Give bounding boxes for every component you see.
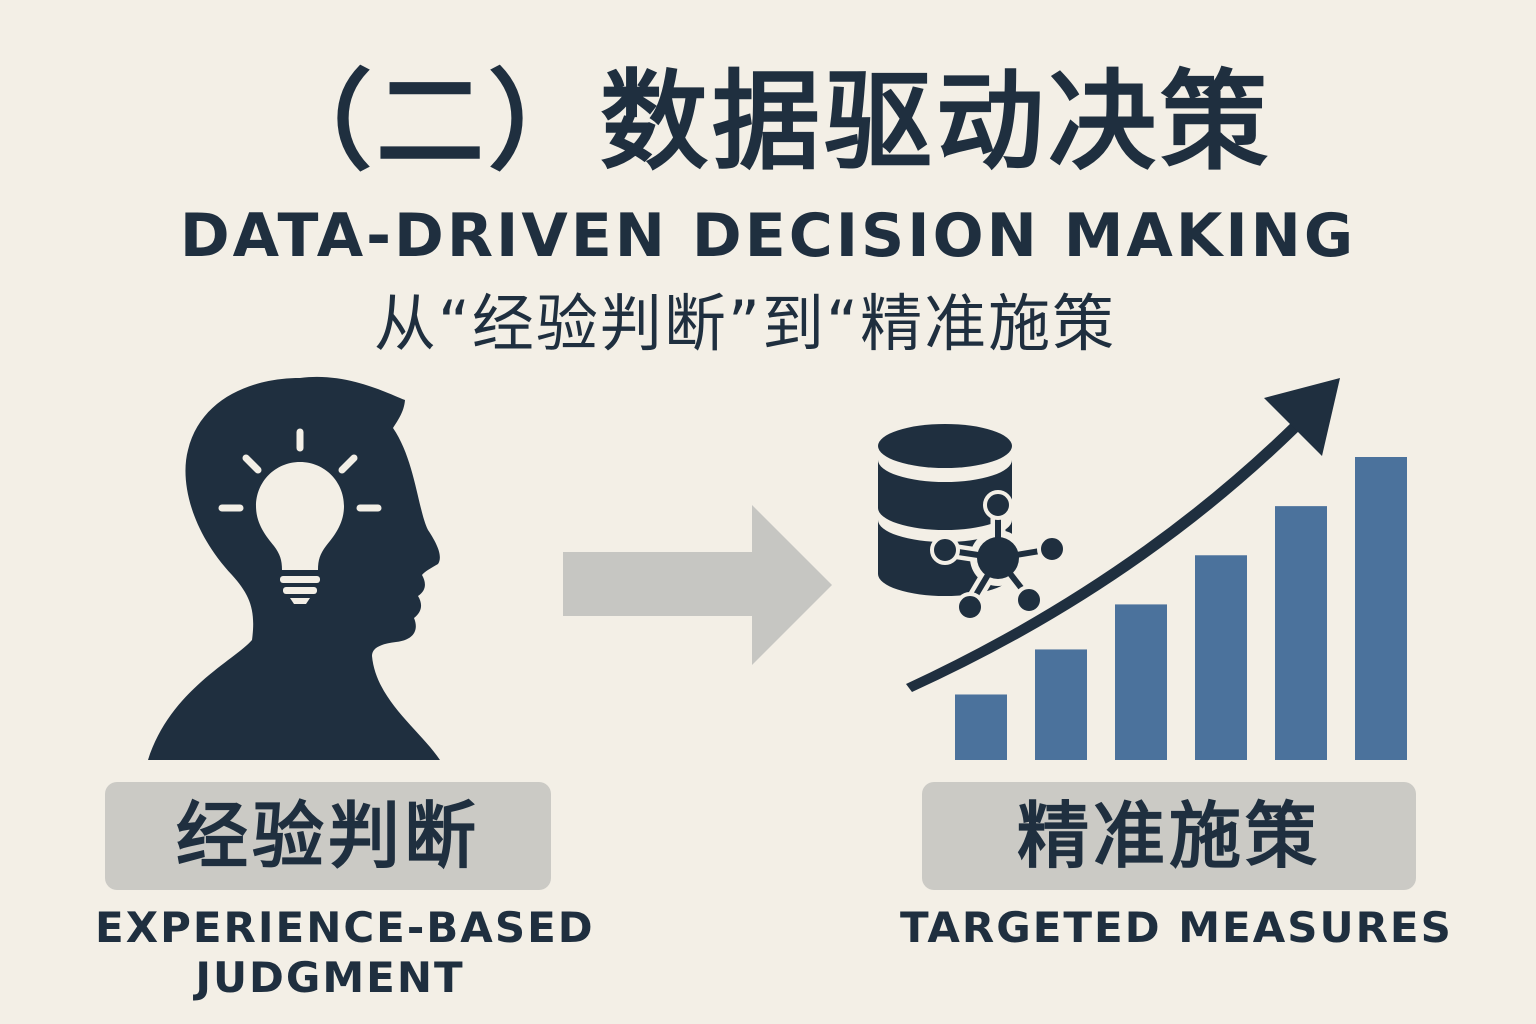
label-experience-judgment: 经验判断 [105, 782, 551, 890]
caption-line-1: EXPERIENCE-BASED [95, 903, 595, 952]
caption-experience-based-judgment: EXPERIENCE-BASED JUDGMENT [95, 903, 595, 1003]
caption-targeted-measures: TARGETED MEASURES [900, 903, 1453, 952]
page-title: （二）数据驱动决策 [263, 60, 1272, 185]
page-subtitle: 从“经验判断”到“精准施策 [373, 287, 1117, 360]
network-node-icon [930, 490, 1067, 622]
page-title-english: DATA-DRIVEN DECISION MAKING [179, 201, 1357, 271]
bar-5 [1275, 506, 1327, 760]
bar-chart-icon [955, 457, 1407, 760]
bar-1 [955, 694, 1007, 760]
caption-line-2: JUDGMENT [195, 953, 465, 1002]
bar-2 [1035, 649, 1087, 760]
bar-4 [1195, 555, 1247, 760]
bar-6 [1355, 457, 1407, 760]
trend-arrow-icon [906, 378, 1340, 692]
lightbulb-icon [218, 428, 382, 604]
label-targeted-measures: 精准施策 [922, 782, 1416, 890]
transition-arrow-icon [563, 505, 832, 665]
bar-3 [1115, 604, 1167, 760]
